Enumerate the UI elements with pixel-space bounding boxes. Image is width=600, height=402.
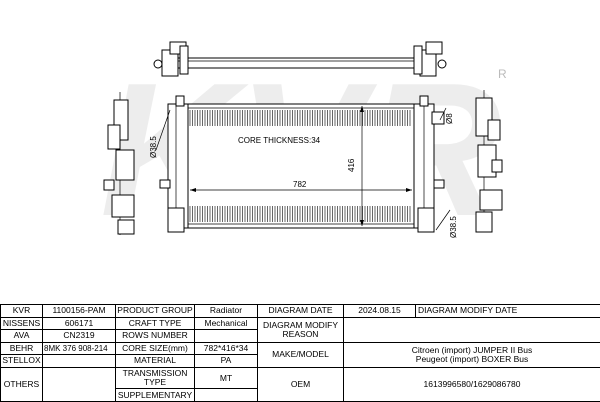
behr-label: BEHR xyxy=(0,341,43,356)
diagram-modify-reason-label: DIAGRAM MODIFY REASON xyxy=(257,316,344,343)
registered-mark: R xyxy=(498,67,507,81)
nissens-value: 606171 xyxy=(42,316,116,331)
stellox-value xyxy=(42,354,116,368)
diagram-modify-reason-value xyxy=(343,316,600,343)
radiator-technical-drawing: KVR R xyxy=(100,41,507,256)
dim-pipe-left: Ø38.5 xyxy=(149,136,158,158)
core-thickness-label: CORE THICKNESS:34 xyxy=(238,136,321,145)
make-model-line-2: Peugeot (import) BOXER Bus xyxy=(415,353,529,364)
core-size-label: CORE SIZE(mm) xyxy=(115,341,195,356)
product-group-label: PRODUCT GROUP xyxy=(115,304,195,318)
right-tank xyxy=(413,95,445,233)
left-side-view xyxy=(103,92,135,235)
ava-label: AVA xyxy=(0,329,43,343)
diagram-date-label: DIAGRAM DATE xyxy=(257,304,344,318)
material-value: PA xyxy=(194,354,258,368)
others-value xyxy=(42,366,116,402)
diagram-date-value: 2024.08.15 xyxy=(343,304,416,318)
supplementary-label: SUPPLEMENTARY xyxy=(115,388,195,402)
oem-label: OEM xyxy=(257,366,344,402)
make-model-value: Citroen (import) JUMPER II Bus Peugeot (… xyxy=(343,341,600,368)
transmission-type-value: MT xyxy=(194,366,258,390)
core-size-value: 782*416*34 xyxy=(194,341,258,356)
make-model-label: MAKE/MODEL xyxy=(257,341,344,368)
specification-table: KVR 1100156-PAM PRODUCT GROUP Radiator D… xyxy=(0,304,600,402)
top-view xyxy=(153,41,447,77)
rows-number-label: ROWS NUMBER xyxy=(115,329,195,343)
craft-type-value: Mechanical xyxy=(194,316,258,331)
stellox-label: STELLOX xyxy=(0,354,43,368)
kvr-value: 1100156-PAM xyxy=(42,304,116,318)
rows-number-value xyxy=(194,329,258,343)
dim-width: 782 xyxy=(293,180,307,189)
oem-value: 1613996580/1629086780 xyxy=(343,366,600,402)
kvr-label: KVR xyxy=(0,304,43,318)
left-tank xyxy=(159,95,189,233)
material-label: MATERIAL xyxy=(115,354,195,368)
transmission-type-label: TRANSMISSION TYPE xyxy=(115,366,195,390)
radiator-core xyxy=(187,103,415,229)
core-fins-bottom xyxy=(189,206,411,222)
supplementary-value xyxy=(194,388,258,402)
others-label: OTHERS xyxy=(0,366,43,402)
ava-value: CN2319 xyxy=(42,329,116,343)
diagram-modify-date-label: DIAGRAM MODIFY DATE xyxy=(415,304,600,318)
core-fins-top xyxy=(189,110,411,126)
dim-side: Ø8 xyxy=(445,113,454,124)
craft-type-label: CRAFT TYPE xyxy=(115,316,195,331)
product-group-value: Radiator xyxy=(194,304,258,318)
behr-value: 8MK 376 908-214 xyxy=(42,341,116,356)
dim-height: 416 xyxy=(347,158,356,172)
nissens-label: NISSENS xyxy=(0,316,43,331)
dim-pipe-right: Ø38.5 xyxy=(449,216,458,238)
right-side-view xyxy=(475,90,503,233)
dimension-lines xyxy=(155,106,451,231)
make-model-line-1: Citroen (import) JUMPER II Bus xyxy=(411,344,533,355)
